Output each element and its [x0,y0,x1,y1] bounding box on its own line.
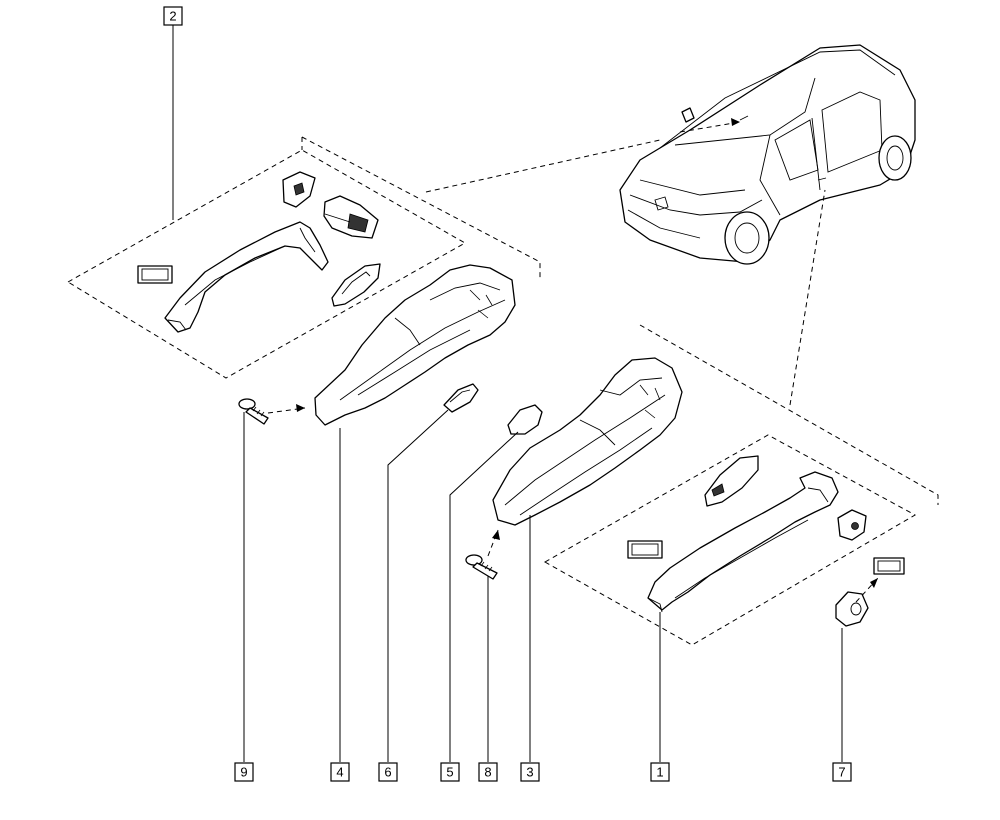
callout-7: 7 [832,762,852,782]
rear-lock-cylinder [323,195,379,239]
key-cover-label [873,557,905,575]
screw-9 [238,398,269,425]
rear-end-cap [282,171,316,208]
callout-5-label: 5 [446,765,453,780]
front-end-cap [837,509,867,541]
key-cover-cap [835,591,869,627]
rear-seal-gasket [331,263,381,307]
front-handle-bracket [492,357,683,526]
front-seal-cap [507,404,543,435]
callout-2: 2 [163,6,183,26]
callout-4-label: 4 [336,765,343,780]
screw-8 [465,554,498,580]
callout-8: 8 [478,762,498,782]
front-label-plate [627,540,663,559]
rear-label-plate [137,265,173,284]
rear-door-kit-outline [67,136,661,379]
car-illustration [619,44,916,265]
rear-door-handle [164,221,329,333]
callout-3: 3 [520,762,540,782]
leader-lines [172,24,843,762]
callout-6: 6 [378,762,398,782]
callout-1: 1 [650,762,670,782]
front-door-handle [647,471,839,613]
callout-9: 9 [234,762,254,782]
front-door-kit-outline [543,189,939,646]
callout-1-label: 1 [656,765,663,780]
rear-seal-small [443,383,479,413]
callout-7-label: 7 [838,765,845,780]
callout-6-label: 6 [384,765,391,780]
callout-4: 4 [330,762,350,782]
assembly-arrows [267,118,879,603]
front-seal-gasket [704,455,759,507]
callout-9-label: 9 [240,765,247,780]
callout-8-label: 8 [484,765,491,780]
callout-2-label: 2 [169,9,176,24]
callout-3-label: 3 [526,765,533,780]
rear-handle-bracket [314,264,516,426]
callout-5: 5 [440,762,460,782]
